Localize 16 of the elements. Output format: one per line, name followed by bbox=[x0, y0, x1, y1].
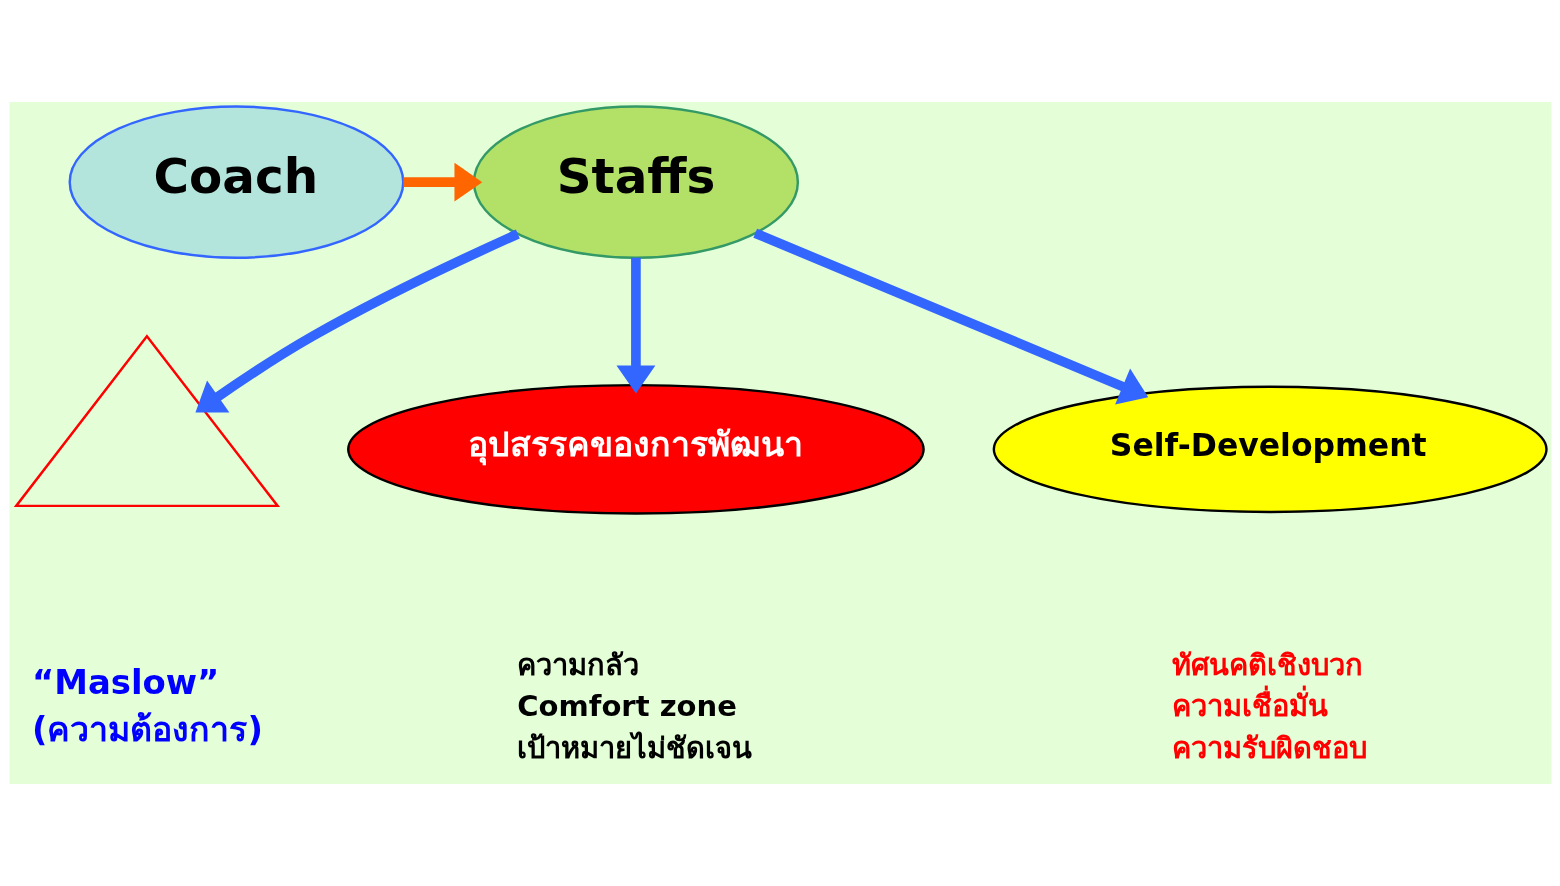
arrow bbox=[752, 228, 1148, 405]
node-ellipse: Staffs bbox=[472, 105, 799, 259]
node-triangle bbox=[13, 334, 280, 508]
node-label: “Maslow” bbox=[31, 662, 219, 702]
arrow bbox=[402, 162, 482, 202]
arrow bbox=[615, 257, 655, 394]
node-label: ทัศนคติเชิงบวก bbox=[1171, 648, 1363, 683]
node-label: Comfort zone bbox=[516, 689, 737, 724]
arrow bbox=[194, 229, 520, 413]
node-ellipse: อุปสรรคของการพัฒนา bbox=[346, 383, 925, 515]
node-label: เป้าหมายไม่ชัดเจน bbox=[516, 730, 752, 765]
node-label: ความกลัว bbox=[516, 648, 639, 683]
node-ellipse: Coach bbox=[68, 105, 404, 259]
node-ellipse: Self-Development bbox=[992, 385, 1548, 514]
node-label: (ความต้องการ) bbox=[31, 709, 263, 749]
node-label: ความรับผิดชอบ bbox=[1171, 730, 1367, 765]
